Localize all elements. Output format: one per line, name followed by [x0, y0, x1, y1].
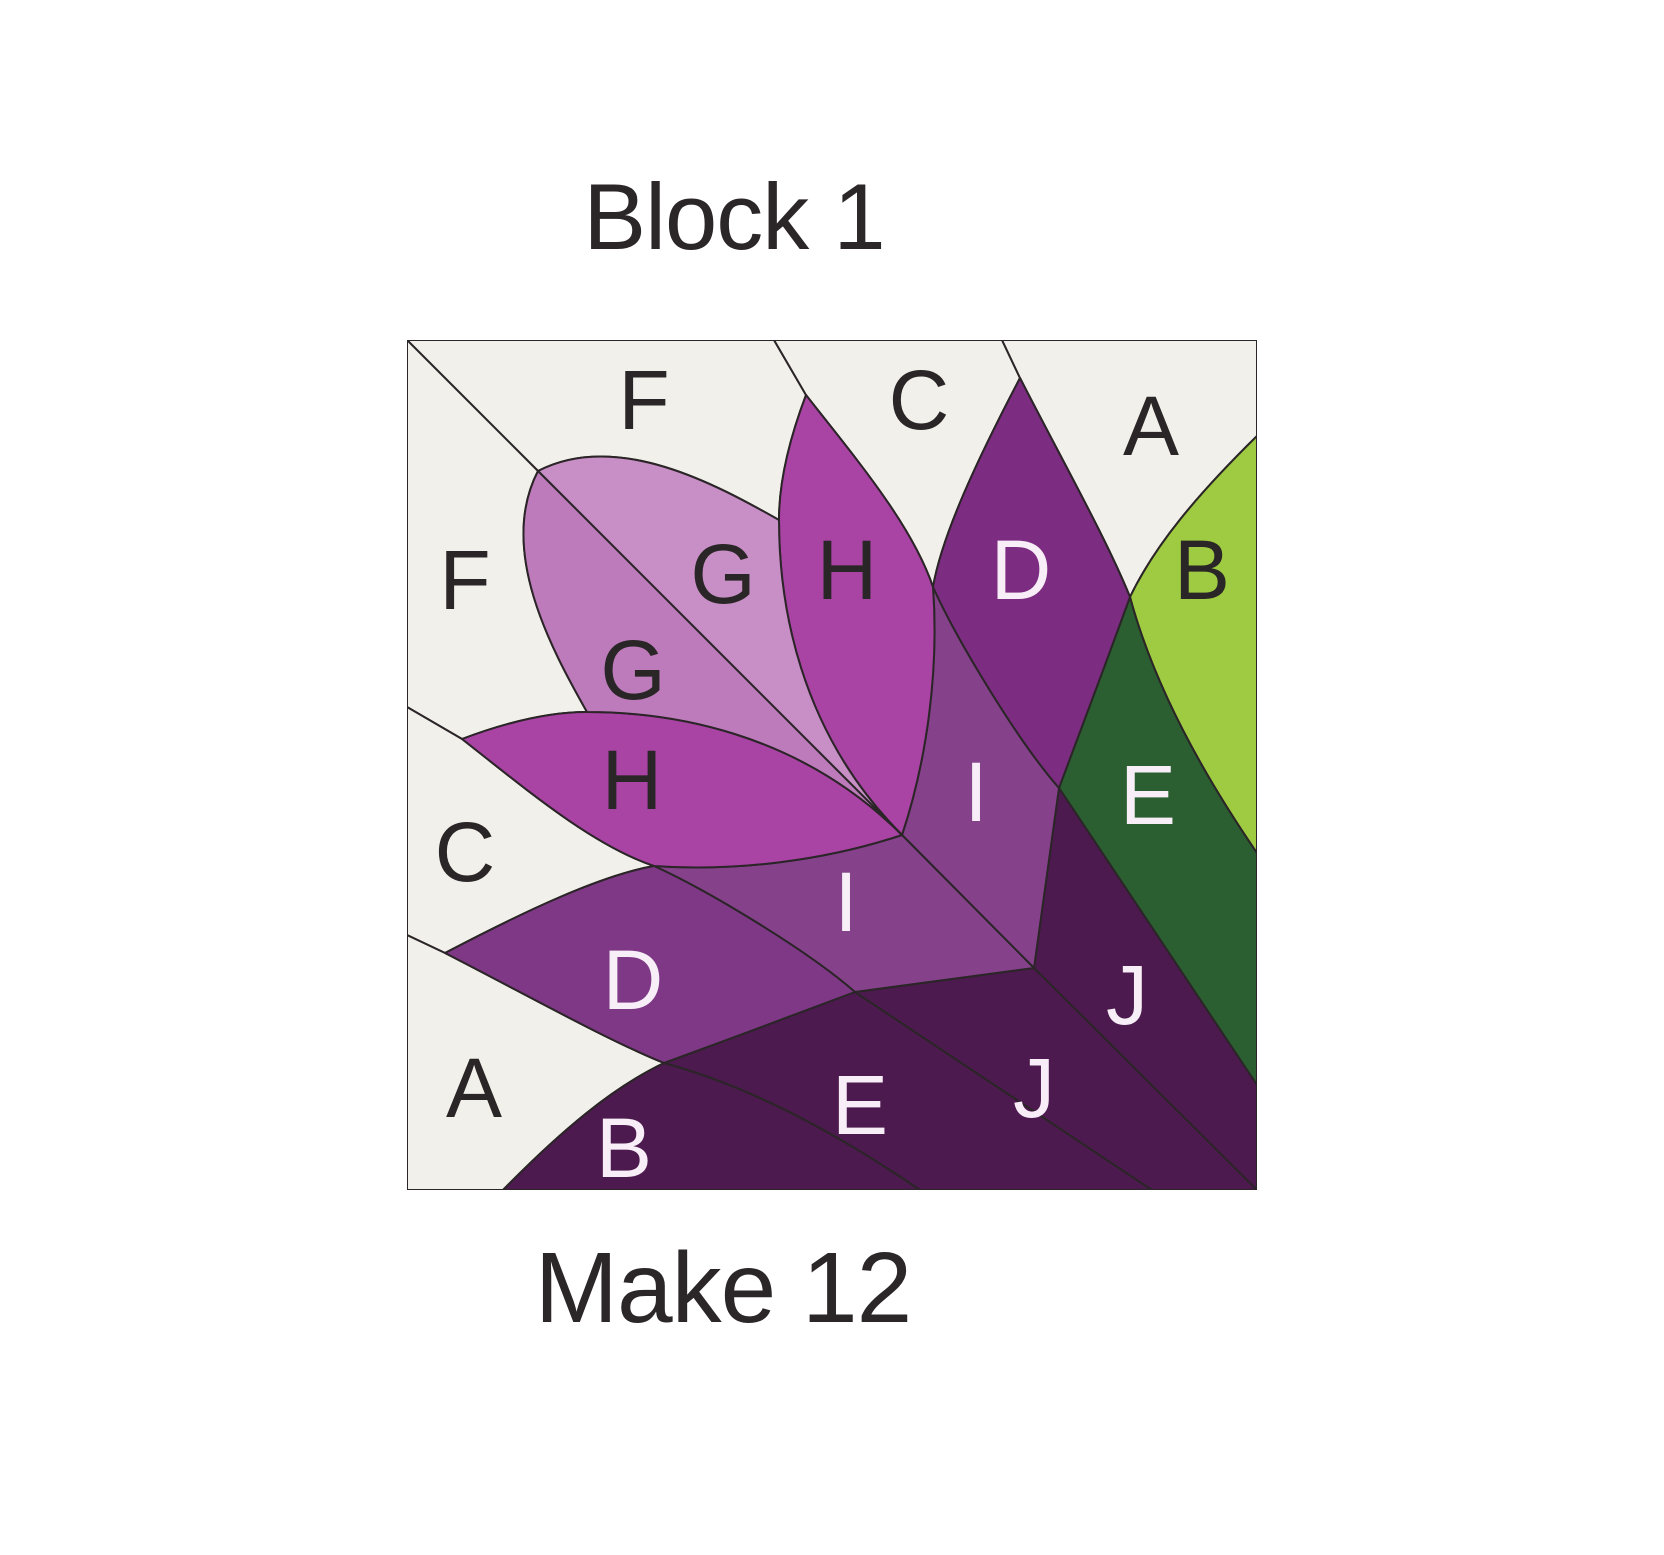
label-H-upper: H: [817, 523, 878, 617]
block-title: Block 1: [583, 164, 885, 269]
quilt-block-diagram: F F G G H H C C D D A A B B I I E E J J: [407, 340, 1257, 1190]
label-F-lower: F: [439, 533, 490, 627]
piece-G-lower: [522, 470, 903, 836]
label-D-left: D: [603, 933, 664, 1027]
label-F-upper: F: [618, 353, 669, 447]
label-D-upper: D: [991, 523, 1052, 617]
label-B-right: B: [1174, 523, 1230, 617]
label-H-left: H: [602, 733, 663, 827]
piece-D-left: [444, 865, 856, 1064]
label-G-lower: G: [600, 623, 665, 717]
piece-G-upper: [537, 455, 903, 836]
label-E-bottom: E: [832, 1058, 888, 1152]
label-I-lower: I: [834, 855, 857, 949]
label-C-upper: C: [889, 353, 950, 447]
label-E-right: E: [1120, 748, 1176, 842]
label-B-bottom: B: [596, 1101, 652, 1190]
make-instruction: Make 12: [534, 1232, 913, 1344]
label-J-lower: J: [1013, 1041, 1055, 1135]
label-G-upper: G: [690, 527, 755, 621]
label-I-upper: I: [964, 745, 987, 839]
label-C-left: C: [435, 805, 496, 899]
label-J-upper: J: [1106, 948, 1148, 1042]
piece-D-upper: [932, 377, 1131, 789]
label-A-upper: A: [1123, 379, 1179, 473]
label-A-lower: A: [446, 1041, 502, 1135]
